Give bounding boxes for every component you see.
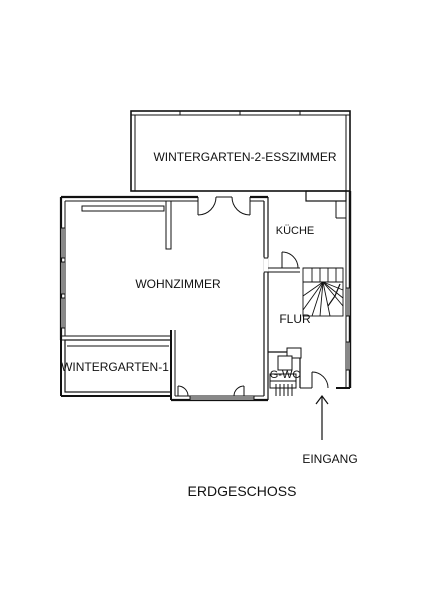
plan-title: ERDGESCHOSS xyxy=(188,483,297,499)
east-walls xyxy=(305,190,352,389)
staircase xyxy=(302,267,344,317)
entrance-label: EINGANG xyxy=(302,452,357,466)
room-label-wintergarten-2: WINTERGARTEN-2-ESSZIMMER xyxy=(153,150,336,164)
entrance-arrow xyxy=(315,395,329,440)
entrance-door xyxy=(300,371,350,389)
room-label-kueche: KÜCHE xyxy=(276,225,315,237)
gwc-structure xyxy=(268,347,302,396)
double-door xyxy=(197,196,251,216)
wohnzimmer-door xyxy=(177,385,245,397)
kueche-flur-wall xyxy=(268,251,300,273)
room-label-wohnzimmer: WOHNZIMMER xyxy=(135,277,221,291)
room-label-wintergarten-1: WINTERGARTEN-1 xyxy=(61,360,169,374)
room-label-gwc: G-WC xyxy=(270,369,301,381)
wintergarten-1-structure xyxy=(60,339,172,397)
wintergarten-2-structure xyxy=(130,110,351,192)
room-label-flur: FLUR xyxy=(279,312,311,326)
